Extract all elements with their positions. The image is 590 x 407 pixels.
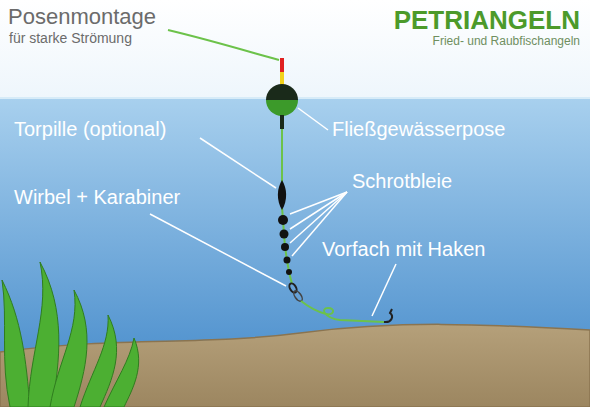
leader-line [298, 108, 328, 130]
part-label: Schrotbleie [352, 170, 452, 192]
part-label: Fließgewässerpose [332, 118, 505, 140]
plant-blade [104, 338, 139, 407]
main-line [168, 30, 279, 60]
logo-tagline: Fried- und Raubfischangeln [433, 35, 580, 48]
float-stem [280, 115, 284, 129]
part-label: Vorfach mit Haken [322, 238, 485, 260]
leader-line [372, 264, 396, 316]
part-label: Wirbel + Karabiner [14, 186, 180, 208]
swivel-snap [288, 282, 304, 302]
swivel [288, 282, 298, 294]
plant-blade [2, 280, 30, 407]
river-float [266, 58, 298, 129]
split-shots [278, 215, 292, 275]
sky [0, 0, 590, 98]
split-shot [284, 257, 291, 264]
leader-line [290, 192, 347, 243]
plant-blade [28, 262, 59, 407]
float-body-bottom [266, 100, 298, 116]
hook [384, 309, 392, 322]
part-label: Torpille (optional) [14, 118, 166, 140]
water-plants [2, 262, 139, 407]
leader-line [200, 138, 276, 188]
split-shot [280, 230, 289, 239]
hook-leader [301, 301, 384, 322]
split-shot [278, 215, 288, 225]
float-tip [280, 58, 284, 72]
water [0, 98, 590, 407]
subtitle: für starke Strömung [9, 31, 132, 46]
diagram-title: Posenmontage [8, 5, 156, 29]
leader-line [150, 214, 286, 286]
split-shot [286, 269, 292, 275]
torpille [278, 180, 286, 210]
split-shot [281, 243, 289, 251]
float-body-top [266, 84, 298, 100]
float-antenna [280, 72, 284, 86]
plant-blade [50, 290, 87, 407]
leader-line [290, 192, 347, 229]
logo: PETRIANGELN [394, 6, 580, 35]
